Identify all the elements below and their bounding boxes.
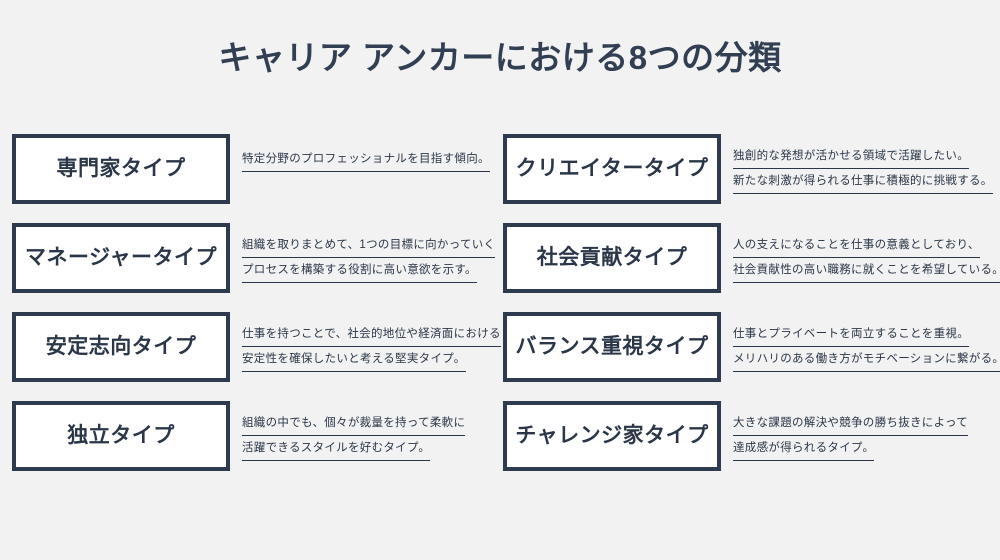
type-description: 組織を取りまとめて、1つの目標に向かっていく プロセスを構築する役割に高い意欲を…: [230, 223, 502, 284]
description-line: 大きな課題の解決や競争の勝ち抜きによって: [733, 412, 969, 436]
column-left: 専門家タイプ 特定分野のプロフェッショナルを目指す傾向。 マネージャータイプ 組…: [12, 134, 502, 490]
page-title: キャリア アンカーにおける8つの分類: [218, 39, 782, 76]
type-description: 独創的な発想が活かせる領域で活躍したい。 新たな刺激が得られる仕事に積極的に挑戦…: [721, 134, 993, 195]
career-anchor-entry: 専門家タイプ 特定分野のプロフェッショナルを目指す傾向。: [12, 134, 502, 204]
type-label: マネージャータイプ: [24, 246, 218, 270]
type-label: 専門家タイプ: [56, 157, 186, 181]
description-line: 仕事とプライベートを両立することを重視。: [733, 323, 969, 347]
description-line: プロセスを構築する役割に高い意欲を示す。: [242, 259, 477, 283]
type-description: 組織の中でも、個々が裁量を持って柔軟に 活躍できるスタイルを好むタイプ。: [230, 401, 502, 462]
type-box-social-contribution[interactable]: 社会貢献タイプ: [503, 223, 721, 293]
type-description: 人の支えになることを仕事の意義としており、 社会貢献性の高い職務に就くことを希望…: [721, 223, 1000, 284]
type-box-independence[interactable]: 独立タイプ: [12, 401, 230, 471]
type-description: 仕事を持つことで、社会的地位や経済面における 安定性を確保したいと考える堅実タイ…: [230, 312, 502, 373]
career-anchor-entry: 安定志向タイプ 仕事を持つことで、社会的地位や経済面における 安定性を確保したい…: [12, 312, 502, 382]
type-label: チャレンジ家タイプ: [515, 424, 709, 448]
type-description: 大きな課題の解決や競争の勝ち抜きによって 達成感が得られるタイプ。: [721, 401, 993, 462]
description-line: 組織を取りまとめて、1つの目標に向かっていく: [242, 234, 496, 258]
career-anchor-entry: 社会貢献タイプ 人の支えになることを仕事の意義としており、 社会貢献性の高い職務…: [503, 223, 1000, 293]
description-line: 特定分野のプロフェッショナルを目指す傾向。: [242, 148, 490, 172]
type-box-challenge[interactable]: チャレンジ家タイプ: [503, 401, 721, 471]
career-anchor-entry: バランス重視タイプ 仕事とプライベートを両立することを重視。 メリハリのある働き…: [503, 312, 1000, 382]
column-right: クリエイタータイプ 独創的な発想が活かせる領域で活躍したい。 新たな刺激が得られ…: [503, 134, 1000, 490]
type-label: クリエイタータイプ: [515, 157, 709, 181]
description-line: 独創的な発想が活かせる領域で活躍したい。: [733, 145, 969, 169]
description-line: 達成感が得られるタイプ。: [733, 437, 875, 461]
type-box-balance[interactable]: バランス重視タイプ: [503, 312, 721, 382]
type-description: 特定分野のプロフェッショナルを目指す傾向。: [230, 134, 502, 173]
description-line: 新たな刺激が得られる仕事に積極的に挑戦する。: [733, 170, 993, 194]
type-box-manager[interactable]: マネージャータイプ: [12, 223, 230, 293]
type-label: 安定志向タイプ: [45, 335, 197, 359]
type-label: 独立タイプ: [67, 424, 175, 448]
description-line: メリハリのある働き方がモチベーションに繋がる。: [733, 348, 1000, 372]
career-anchor-entry: チャレンジ家タイプ 大きな課題の解決や競争の勝ち抜きによって 達成感が得られるタ…: [503, 401, 993, 471]
description-line: 仕事を持つことで、社会的地位や経済面における: [242, 323, 501, 347]
description-line: 社会貢献性の高い職務に就くことを希望している。: [733, 259, 1000, 283]
career-anchor-entry: マネージャータイプ 組織を取りまとめて、1つの目標に向かっていく プロセスを構築…: [12, 223, 502, 293]
type-box-creator[interactable]: クリエイタータイプ: [503, 134, 721, 204]
description-line: 活躍できるスタイルを好むタイプ。: [242, 437, 431, 461]
description-line: 人の支えになることを仕事の意義としており、: [733, 234, 980, 258]
type-label: バランス重視タイプ: [515, 335, 709, 359]
career-anchor-entry: 独立タイプ 組織の中でも、個々が裁量を持って柔軟に 活躍できるスタイルを好むタイ…: [12, 401, 502, 471]
type-box-stability[interactable]: 安定志向タイプ: [12, 312, 230, 382]
description-line: 組織の中でも、個々が裁量を持って柔軟に: [242, 412, 466, 436]
description-line: 安定性を確保したいと考える堅実タイプ。: [242, 348, 466, 372]
career-anchor-entry: クリエイタータイプ 独創的な発想が活かせる領域で活躍したい。 新たな刺激が得られ…: [503, 134, 993, 204]
type-description: 仕事とプライベートを両立することを重視。 メリハリのある働き方がモチベーションに…: [721, 312, 1000, 373]
type-label: 社会貢献タイプ: [536, 246, 688, 270]
type-box-specialist[interactable]: 専門家タイプ: [12, 134, 230, 204]
